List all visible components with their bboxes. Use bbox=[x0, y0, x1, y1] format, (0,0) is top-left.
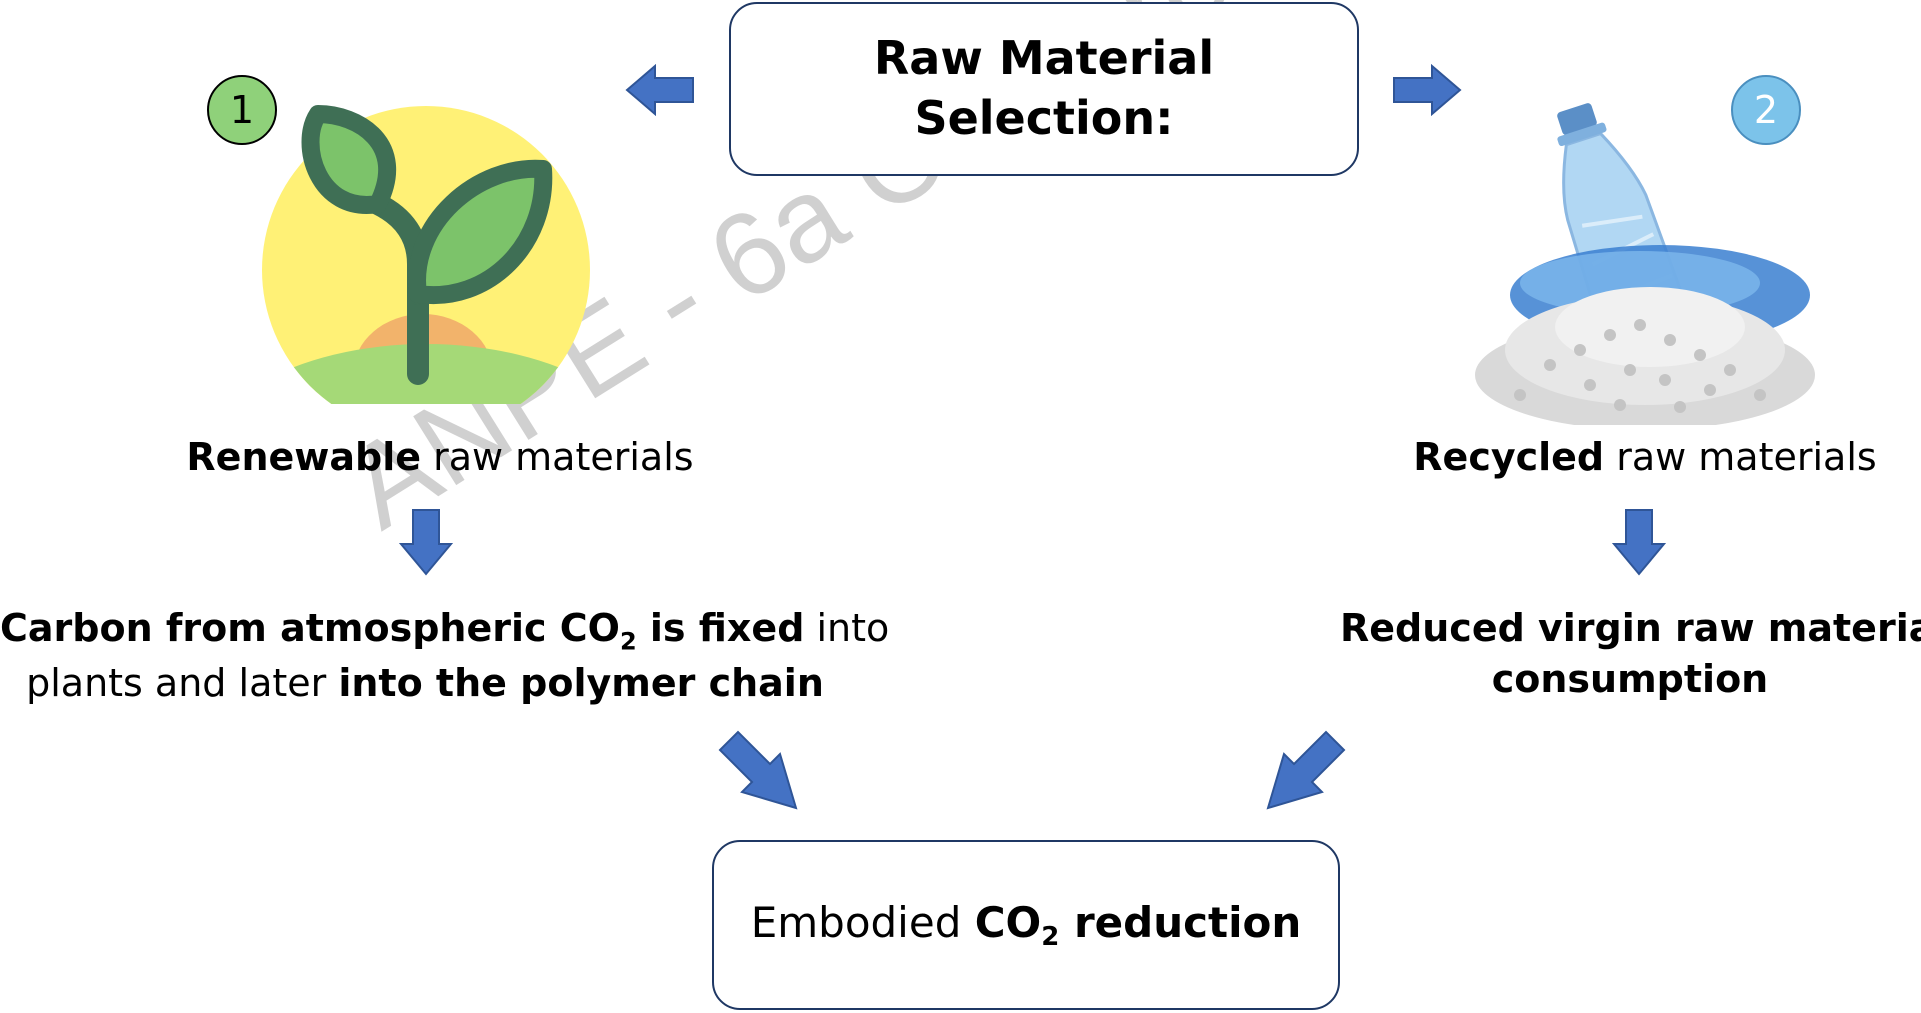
renewable-outcome-line-2: plants and later into the polymer chain bbox=[0, 658, 850, 709]
renewable-caption: Renewable raw materials bbox=[150, 435, 730, 479]
renewable-outcome: Carbon from atmospheric CO2 is fixed int… bbox=[0, 603, 889, 709]
outcome-bold-2: is fixed bbox=[636, 606, 805, 650]
title-line-2: Selection: bbox=[914, 91, 1174, 145]
arrow-diagonal-down-right-icon bbox=[718, 730, 798, 810]
recycled-caption-bold: Recycled bbox=[1413, 435, 1605, 479]
renewable-outcome-line-1: Carbon from atmospheric CO2 is fixed int… bbox=[0, 603, 889, 658]
outcome-text-1: into bbox=[804, 606, 890, 650]
badge-2: 2 bbox=[1731, 75, 1801, 145]
result-sub: 2 bbox=[1041, 921, 1060, 952]
raw-material-selection-box: Raw Material Selection: bbox=[729, 2, 1359, 176]
badge-1: 1 bbox=[207, 75, 277, 145]
recycled-caption: Recycled raw materials bbox=[1380, 435, 1910, 479]
arrow-down-left-icon bbox=[399, 509, 453, 576]
result-bold: CO bbox=[974, 898, 1042, 948]
title-text: Raw Material Selection: bbox=[874, 29, 1214, 149]
recycled-caption-rest: raw materials bbox=[1604, 435, 1877, 479]
outcome-sub: 2 bbox=[619, 627, 637, 656]
arrow-down-right-icon bbox=[1612, 509, 1666, 576]
embodied-co2-reduction-box: Embodied CO2 reduction bbox=[712, 840, 1340, 1010]
renewable-caption-rest: raw materials bbox=[421, 435, 694, 479]
arrow-diagonal-down-left-icon bbox=[1266, 730, 1346, 810]
renewable-caption-bold: Renewable bbox=[186, 435, 422, 479]
seedling-sun-icon bbox=[262, 105, 590, 404]
recycled-outcome-line-1: Reduced virgin raw material bbox=[1340, 606, 1921, 650]
arrow-right-icon bbox=[1393, 64, 1462, 116]
plastic-bottle-pellets-image bbox=[1475, 103, 1815, 425]
recycled-outcome-line-2: consumption bbox=[1491, 657, 1769, 702]
arrow-left-icon bbox=[625, 64, 694, 116]
outcome-bold-3: into the polymer chain bbox=[338, 660, 824, 705]
outcome-text-2: plants and later bbox=[26, 660, 339, 705]
title-line-1: Raw Material bbox=[873, 31, 1215, 86]
result-bold-rest: reduction bbox=[1059, 898, 1302, 948]
result-text: Embodied CO2 reduction bbox=[751, 898, 1302, 952]
result-prefix: Embodied bbox=[750, 898, 975, 948]
outcome-bold-1: Carbon from atmospheric CO bbox=[0, 606, 620, 650]
recycled-outcome: Reduced virgin raw material consumption bbox=[1340, 603, 1921, 706]
